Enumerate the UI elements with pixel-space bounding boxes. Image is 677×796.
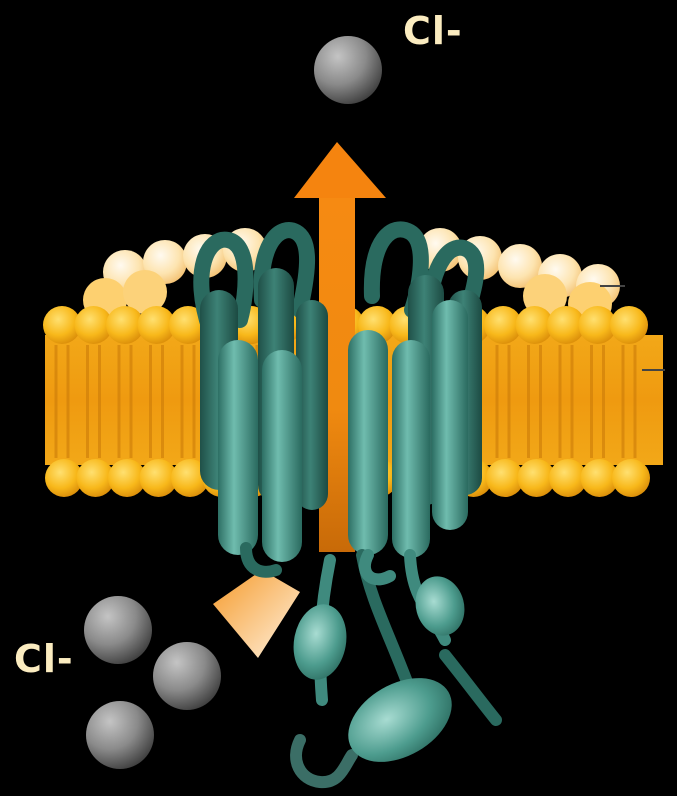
ion-label-top: Cl- xyxy=(403,12,463,50)
ion-sphere-bottom-3 xyxy=(86,701,154,769)
ion-sphere-bottom-1 xyxy=(84,596,152,664)
ion-sphere-top xyxy=(314,36,382,104)
flow-arrow-head xyxy=(294,142,386,198)
cytoplasmic-domain-left xyxy=(288,600,352,684)
flow-arrow-tail xyxy=(213,570,300,658)
lipid-head xyxy=(610,306,648,344)
lipid-head xyxy=(612,459,650,497)
ion-label-bottom: Cl- xyxy=(14,640,74,678)
ion-sphere-bottom-2 xyxy=(153,642,221,710)
